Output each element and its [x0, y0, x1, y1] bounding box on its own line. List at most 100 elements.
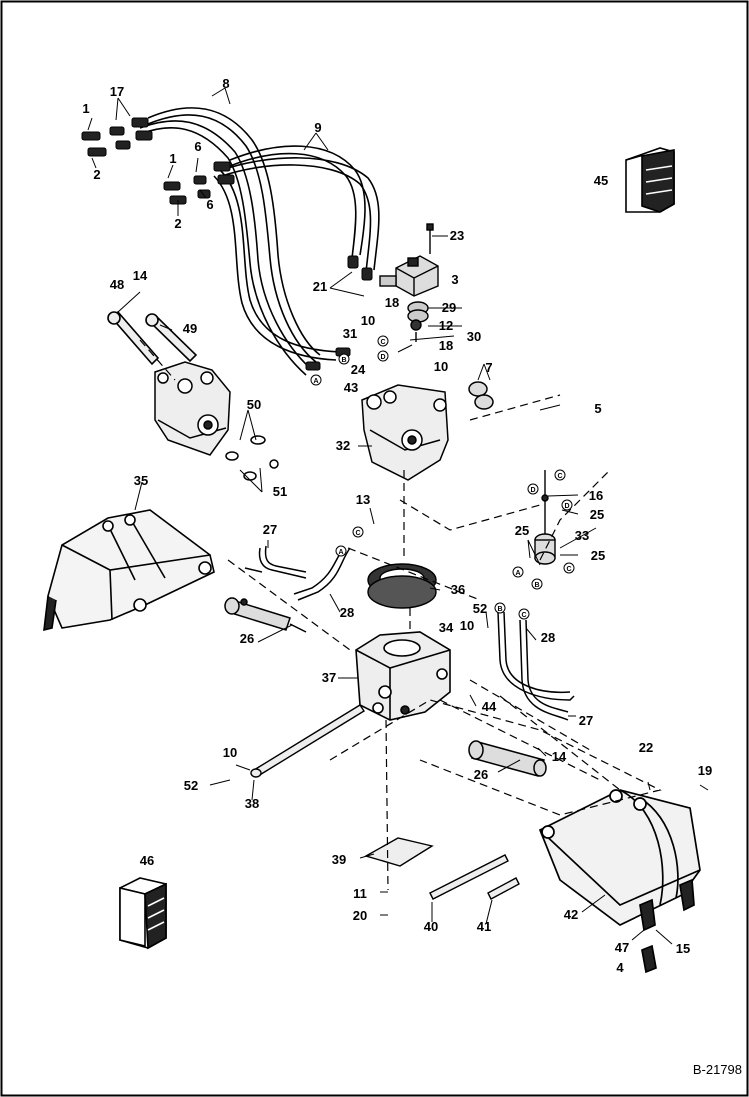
- callout-28b: 28: [541, 630, 555, 645]
- callout-1b: 1: [169, 151, 176, 166]
- callout-2a: 2: [93, 167, 100, 182]
- hose-group-8: [139, 107, 321, 376]
- port-label: B: [341, 357, 346, 364]
- callout-labels: 1 17 8 2 1 6 9 2 6 45 23 3 21 48 14 18 2…: [82, 76, 712, 975]
- callout-30: 30: [467, 329, 481, 344]
- casting-37: [355, 631, 451, 721]
- port-label: D: [380, 354, 385, 361]
- callout-6b: 6: [206, 197, 213, 212]
- callout-10d: 10: [223, 745, 237, 760]
- callout-43: 43: [344, 380, 358, 395]
- callout-13: 13: [356, 492, 370, 507]
- callout-14a: 14: [133, 268, 148, 283]
- valve-assembly: [379, 223, 439, 342]
- callout-49: 49: [183, 321, 197, 336]
- port-label: B: [534, 582, 539, 589]
- callout-12: 12: [439, 318, 453, 333]
- port-label: C: [355, 530, 360, 537]
- callout-8: 8: [222, 76, 229, 91]
- port-label: C: [380, 339, 385, 346]
- pins-38-40-41: [250, 704, 520, 900]
- port-label: C: [521, 612, 526, 619]
- callout-5: 5: [594, 401, 601, 416]
- callout-14b: 14: [552, 749, 567, 764]
- callout-20: 20: [353, 908, 367, 923]
- callout-23: 23: [450, 228, 464, 243]
- callout-26b: 26: [474, 767, 488, 782]
- callout-41: 41: [477, 919, 491, 934]
- swing-ring-36: [367, 563, 437, 609]
- callout-16: 16: [589, 488, 603, 503]
- callout-11: 11: [353, 886, 367, 901]
- callout-25b: 25: [515, 523, 529, 538]
- callout-6a: 6: [194, 139, 201, 154]
- callout-51: 51: [273, 484, 287, 499]
- port-label: D: [530, 487, 535, 494]
- callout-1a: 1: [82, 101, 89, 116]
- leader-lines: [87, 87, 709, 945]
- callout-10b: 10: [434, 359, 448, 374]
- callout-50: 50: [247, 397, 261, 412]
- callout-47: 47: [615, 940, 629, 955]
- callout-2b: 2: [174, 216, 181, 231]
- port-letters: A B C D C D D A B C A C B C: [310, 335, 575, 620]
- callout-29: 29: [442, 300, 456, 315]
- callout-40: 40: [424, 919, 438, 934]
- callout-31: 31: [343, 326, 357, 341]
- callout-35: 35: [134, 473, 148, 488]
- callout-36: 36: [451, 582, 465, 597]
- hose-fittings: [81, 117, 373, 371]
- assembly-lines: [139, 339, 662, 891]
- manual-46: [119, 877, 167, 950]
- callout-10a: 10: [361, 313, 375, 328]
- callout-18a: 18: [385, 295, 399, 310]
- swivel-33: [534, 470, 556, 565]
- callout-27a: 27: [263, 522, 277, 537]
- callout-17: 17: [110, 84, 124, 99]
- callout-52b: 52: [184, 778, 198, 793]
- port-label: C: [557, 473, 562, 480]
- bucket-42: [538, 789, 701, 974]
- hoses-27-28-right: [497, 611, 575, 721]
- callout-46: 46: [140, 853, 154, 868]
- port-label: A: [515, 570, 520, 577]
- callout-25c: 25: [591, 548, 605, 563]
- callout-4: 4: [616, 960, 624, 975]
- callout-48: 48: [110, 277, 124, 292]
- port-label: A: [338, 549, 343, 556]
- callout-44: 44: [482, 699, 497, 714]
- manual-45: [625, 147, 675, 213]
- callout-26a: 26: [240, 631, 254, 646]
- cylinder-26-lower: [468, 740, 547, 777]
- callout-22: 22: [639, 740, 653, 755]
- port-label: B: [497, 606, 502, 613]
- callout-38: 38: [245, 796, 259, 811]
- port-label: C: [566, 566, 571, 573]
- callout-15: 15: [676, 941, 690, 956]
- callout-24: 24: [351, 362, 366, 377]
- callout-21: 21: [313, 279, 327, 294]
- arm-35: [43, 509, 215, 632]
- callout-33: 33: [575, 528, 589, 543]
- hose-group-9: [213, 145, 380, 361]
- swing-frame-32: [361, 381, 494, 481]
- callout-18b: 18: [439, 338, 453, 353]
- callout-27b: 27: [579, 713, 593, 728]
- callout-28a: 28: [340, 605, 354, 620]
- callout-52a: 52: [473, 601, 487, 616]
- port-label: D: [564, 503, 569, 510]
- callout-3: 3: [451, 272, 458, 287]
- callout-9: 9: [314, 120, 321, 135]
- callout-10c: 10: [460, 618, 474, 633]
- callout-19: 19: [698, 763, 712, 778]
- callout-7: 7: [485, 360, 492, 375]
- callout-45: 45: [594, 173, 608, 188]
- callout-32: 32: [336, 438, 350, 453]
- callout-25a: 25: [590, 507, 604, 522]
- callout-39: 39: [332, 852, 346, 867]
- pins-48-49: [107, 310, 198, 366]
- mount-bracket: [154, 361, 279, 481]
- callout-34: 34: [439, 620, 454, 635]
- callout-42: 42: [564, 907, 578, 922]
